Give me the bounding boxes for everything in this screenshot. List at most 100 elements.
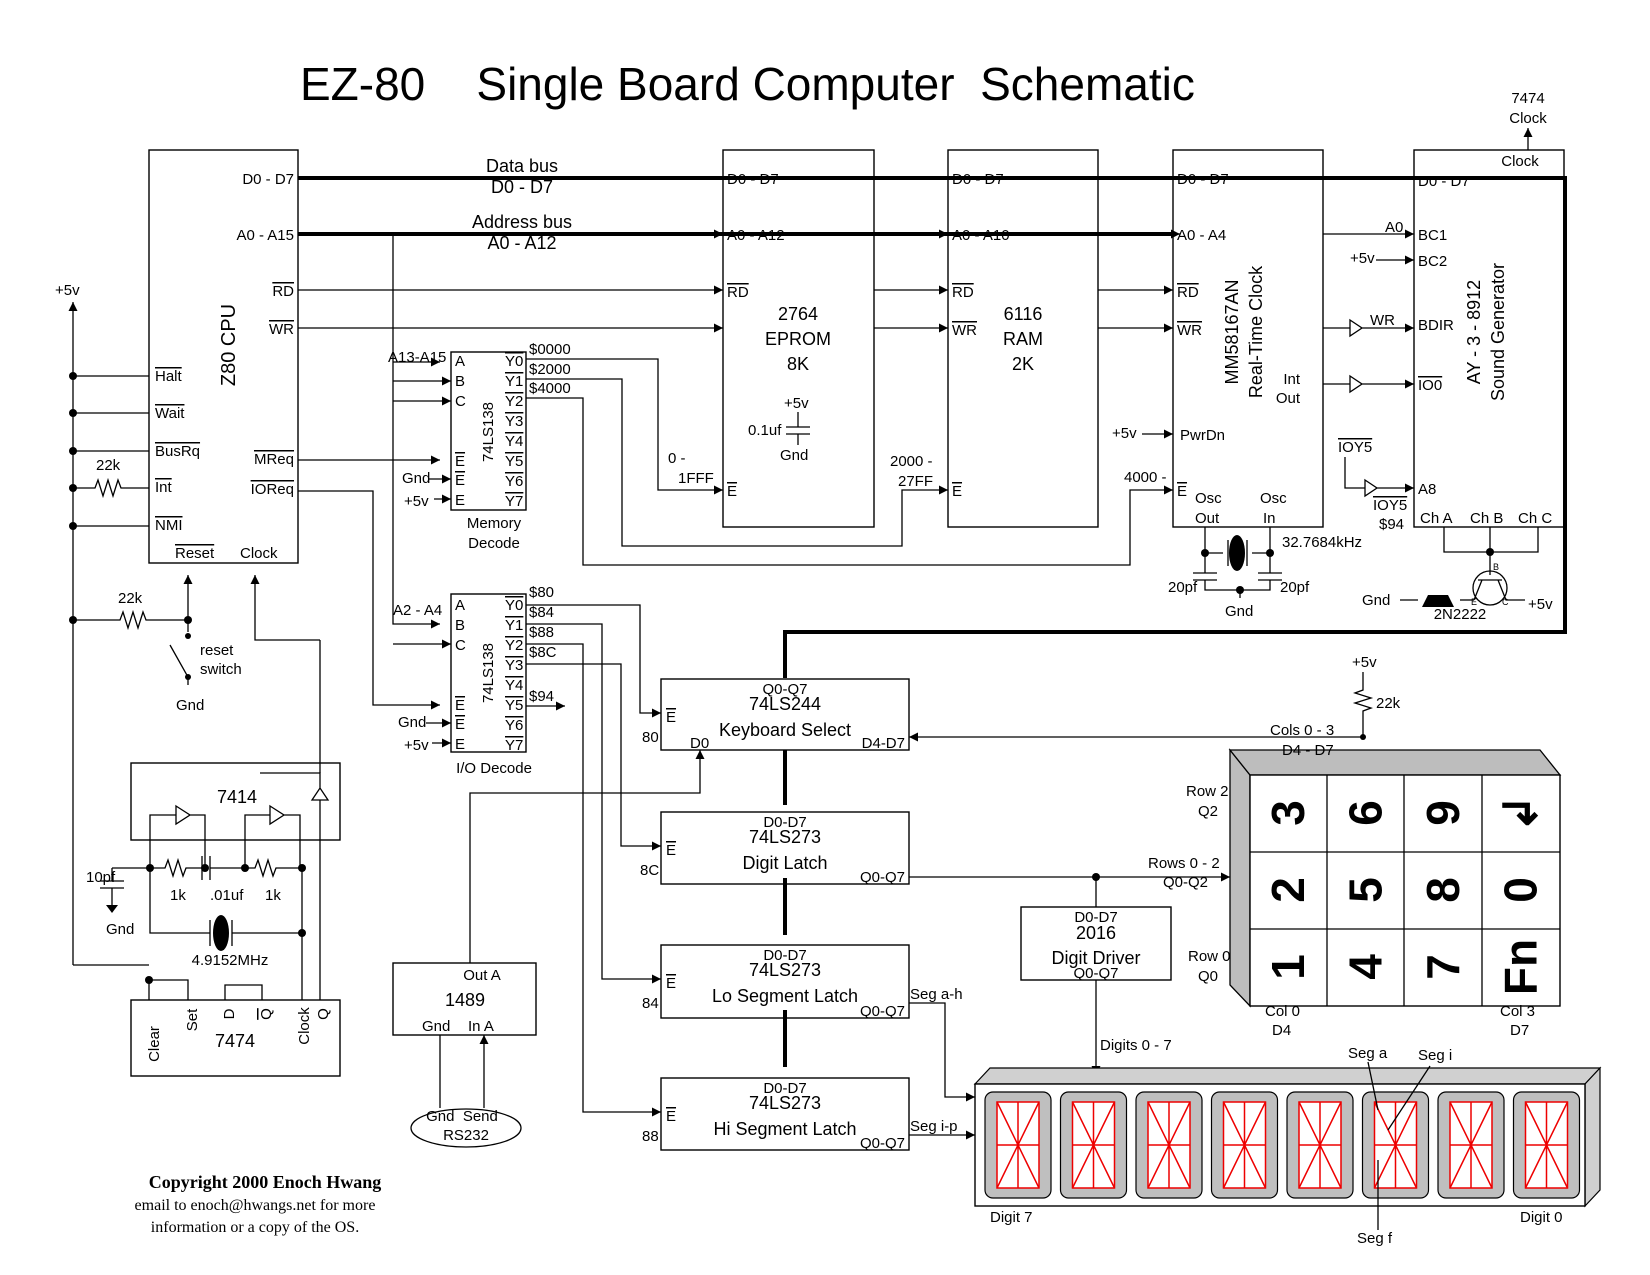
svg-text:Y0: Y0	[505, 353, 523, 370]
svg-text:In A: In A	[468, 1018, 494, 1035]
svg-text:WR: WR	[1177, 322, 1202, 339]
svg-text:BC2: BC2	[1418, 253, 1447, 270]
flip-flop-7474: Clear Set D Q Clock Q 7474	[130, 976, 341, 1077]
svg-text:WR: WR	[269, 321, 294, 338]
svg-text:Q0-Q7: Q0-Q7	[860, 1003, 905, 1020]
svg-text:Real-Time Clock: Real-Time Clock	[1246, 265, 1266, 398]
svg-text:D0 - D7: D0 - D7	[242, 171, 294, 188]
svg-text:E: E	[455, 472, 465, 489]
hi-segment-latch: D0-D7 74LS273 Hi Segment Latch E Q0-Q7 8…	[642, 1077, 975, 1152]
svg-text:I/O Decode: I/O Decode	[456, 760, 532, 777]
svg-text:Reset: Reset	[175, 545, 215, 562]
io-decoder: 74LS138 A2 - A4 A B C E E E Y0 Y1 Y2 Y3 …	[393, 584, 661, 1117]
keyboard-select: Q0-Q7 74LS244 Keyboard Select E D0 D4-D7…	[642, 678, 1363, 752]
svg-text:2000 -: 2000 -	[890, 453, 933, 470]
svg-text:E: E	[455, 453, 465, 470]
svg-text:Y5: Y5	[505, 453, 523, 470]
svg-text:22k: 22k	[118, 590, 143, 607]
svg-text:Q: Q	[258, 1008, 275, 1020]
svg-text:RD: RD	[727, 284, 749, 301]
svg-text:IO0: IO0	[1418, 377, 1442, 394]
clock-generator: 7414 1k .01uf 1k 10pf Gnd 4.9152MHz	[86, 575, 341, 1000]
svg-text:+5v: +5v	[404, 493, 429, 510]
svg-text:MM58167AN: MM58167AN	[1222, 279, 1242, 384]
svg-text:74LS138: 74LS138	[480, 402, 497, 462]
svg-text:Ch B: Ch B	[1470, 510, 1503, 527]
svg-text:$8C: $8C	[529, 644, 557, 661]
svg-text:D4 - D7: D4 - D7	[1282, 742, 1334, 759]
display-digit	[1135, 1091, 1203, 1199]
svg-text:74LS244: 74LS244	[749, 694, 821, 714]
svg-text:Ch A: Ch A	[1420, 510, 1453, 527]
svg-text:MReq: MReq	[254, 451, 294, 468]
svg-text:Col 3: Col 3	[1500, 1003, 1535, 1020]
svg-text:Digit Driver: Digit Driver	[1051, 948, 1140, 968]
svg-text:Q0-Q7: Q0-Q7	[1073, 965, 1118, 982]
keypad-key: ↲	[1495, 794, 1547, 833]
display-digit	[984, 1091, 1052, 1199]
svg-text:information or a copy of the O: information or a copy of the OS.	[151, 1219, 359, 1236]
svg-text:A2 - A4: A2 - A4	[393, 602, 442, 619]
svg-text:80: 80	[642, 729, 659, 746]
svg-text:D0: D0	[690, 735, 709, 752]
svg-text:Seg i: Seg i	[1418, 1047, 1452, 1064]
svg-text:0 -: 0 -	[668, 450, 686, 467]
svg-text:Y3: Y3	[505, 657, 523, 674]
svg-text:Data bus: Data bus	[486, 156, 558, 176]
svg-text:+5v: +5v	[55, 282, 80, 299]
svg-text:Out A: Out A	[463, 967, 501, 984]
svg-text:Osc: Osc	[1195, 490, 1222, 507]
svg-text:RS232: RS232	[443, 1127, 489, 1144]
svg-text:74LS138: 74LS138	[480, 643, 497, 703]
display-digit	[1361, 1091, 1430, 1199]
svg-text:A8: A8	[1418, 481, 1436, 498]
svg-text:Y1: Y1	[505, 617, 523, 634]
svg-text:Sound Generator: Sound Generator	[1488, 263, 1508, 401]
z80-cpu: Z80 CPU D0 - D7 A0 - A15 RD WR Halt Wait…	[148, 149, 299, 564]
svg-text:E: E	[952, 483, 962, 500]
svg-text:Keyboard Select: Keyboard Select	[719, 720, 851, 740]
svg-text:7474: 7474	[1511, 90, 1544, 107]
svg-text:Y2: Y2	[505, 393, 523, 410]
svg-text:Y7: Y7	[505, 737, 523, 754]
svg-text:2N2222: 2N2222	[1434, 606, 1487, 623]
svg-text:A0: A0	[1385, 219, 1403, 236]
svg-text:E: E	[666, 709, 676, 726]
svg-text:AY - 3 - 8912: AY - 3 - 8912	[1464, 280, 1484, 384]
svg-text:Y1: Y1	[505, 373, 523, 390]
svg-text:Y5: Y5	[505, 697, 523, 714]
svg-text:A: A	[455, 597, 465, 614]
svg-text:Hi Segment Latch: Hi Segment Latch	[713, 1119, 856, 1139]
svg-text:Gnd: Gnd	[780, 447, 808, 464]
svg-text:22k: 22k	[96, 457, 121, 474]
svg-text:B: B	[455, 617, 465, 634]
serial-1489: Out A 1489 Gnd In A Gnd Send RS232	[392, 750, 705, 1148]
keypad-key: 0	[1495, 877, 1547, 903]
svg-text:$94: $94	[1379, 516, 1404, 533]
svg-text:$2000: $2000	[529, 361, 571, 378]
display-digit	[1512, 1091, 1581, 1199]
svg-text:Q: Q	[315, 1008, 332, 1020]
svg-text:Q0-Q7: Q0-Q7	[860, 1135, 905, 1152]
svg-text:Q2: Q2	[1198, 803, 1218, 820]
svg-text:Y4: Y4	[505, 433, 523, 450]
svg-text:Rows 0 - 2: Rows 0 - 2	[1148, 855, 1220, 872]
svg-text:Gnd: Gnd	[1225, 603, 1253, 620]
rtc-mm58167: D0 - D7 A0 - A4 RD WR PwrDn E 4000 - +5v…	[1112, 149, 1362, 620]
keypad-key: 2	[1262, 877, 1314, 903]
svg-text:Gnd: Gnd	[398, 714, 426, 731]
svg-text:Lo Segment Latch: Lo Segment Latch	[712, 986, 858, 1006]
memory-decoder: 74LS138 A13-A15 A B C E E E Y0 Y1 Y2 Y3 …	[388, 341, 1173, 566]
svg-text:Gnd: Gnd	[402, 470, 430, 487]
svg-text:Digits 0 - 7: Digits 0 - 7	[1100, 1037, 1172, 1054]
svg-text:IOY5: IOY5	[1338, 439, 1372, 456]
svg-text:10pf: 10pf	[86, 869, 116, 886]
svg-text:A: A	[455, 353, 465, 370]
svg-text:C: C	[1502, 597, 1509, 607]
data-bus: Data bus D0 - D7	[298, 156, 1567, 1067]
svg-text:Decode: Decode	[468, 535, 520, 552]
svg-text:Clear: Clear	[146, 1026, 163, 1062]
svg-text:A0 - A15: A0 - A15	[236, 227, 294, 244]
svg-text:D0 - D7: D0 - D7	[952, 171, 1004, 188]
